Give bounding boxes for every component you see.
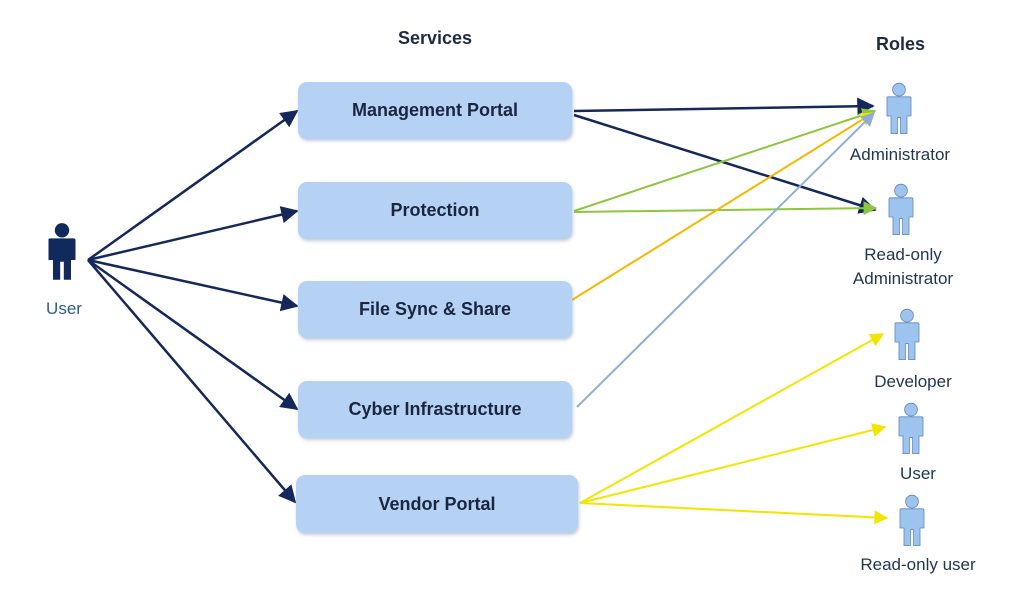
role-label-administrator: Administrator bbox=[830, 143, 970, 167]
services-heading: Services bbox=[398, 28, 473, 48]
arrow-user-to-cyber-infrastructure bbox=[87, 258, 299, 411]
readonly-user-role-icon bbox=[899, 494, 925, 546]
user-role-icon bbox=[898, 402, 924, 454]
role-label-readonly-user: Read-only user bbox=[843, 553, 993, 577]
role-label-line: Read-only bbox=[864, 245, 942, 264]
arrow-vendor-to-readonly-user bbox=[579, 502, 889, 525]
service-cyber-infrastructure[interactable]: Cyber Infrastructure bbox=[298, 381, 572, 438]
service-label: Protection bbox=[390, 200, 480, 220]
arrow-user-to-protection bbox=[87, 206, 299, 262]
service-label: Management Portal bbox=[351, 100, 519, 120]
role-label-user: User bbox=[848, 462, 988, 486]
administrator-role-icon bbox=[886, 82, 912, 134]
user-icon bbox=[48, 223, 76, 280]
arrow-user-to-management-portal bbox=[87, 109, 299, 262]
arrow-vendor-to-user bbox=[579, 423, 887, 504]
arrow-vendor-to-developer bbox=[579, 333, 885, 504]
developer-role-icon bbox=[894, 308, 920, 360]
role-label-line: Read-only user bbox=[860, 555, 976, 574]
service-vendor-portal[interactable]: Vendor Portal bbox=[296, 475, 578, 533]
actor-label: User bbox=[46, 299, 82, 318]
service-file-sync-share[interactable]: File Sync & Share bbox=[298, 281, 572, 338]
arrow-cyber-to-administrator bbox=[576, 112, 875, 408]
service-protection[interactable]: Protection bbox=[298, 182, 572, 239]
role-label-line: User bbox=[900, 464, 936, 483]
arrow-user-to-vendor-portal bbox=[87, 259, 297, 504]
service-label: Vendor Portal bbox=[378, 493, 496, 514]
arrow-protection-to-administrator bbox=[573, 108, 877, 212]
arrow-management-to-readonly-admin bbox=[573, 113, 877, 214]
readonly-administrator-role-icon bbox=[888, 183, 914, 235]
role-label-line: Administrator bbox=[852, 269, 954, 288]
arrow-protection-to-readonly-admin bbox=[573, 201, 878, 216]
arrow-filesync-to-administrator bbox=[571, 112, 875, 301]
arrow-management-to-administrator bbox=[573, 97, 875, 116]
service-label: Cyber Infrastructure bbox=[348, 399, 522, 419]
service-management-portal[interactable]: Management Portal bbox=[298, 82, 572, 139]
role-label-developer: Developer bbox=[843, 370, 983, 394]
roles-heading: Roles bbox=[876, 34, 926, 54]
role-label-line: Administrator bbox=[849, 145, 951, 164]
role-label-line: Developer bbox=[874, 372, 952, 391]
role-label-readonly-administrator: Read-only Administrator bbox=[833, 243, 973, 291]
service-label: File Sync & Share bbox=[358, 299, 512, 319]
arrow-user-to-file-sync bbox=[87, 258, 299, 312]
